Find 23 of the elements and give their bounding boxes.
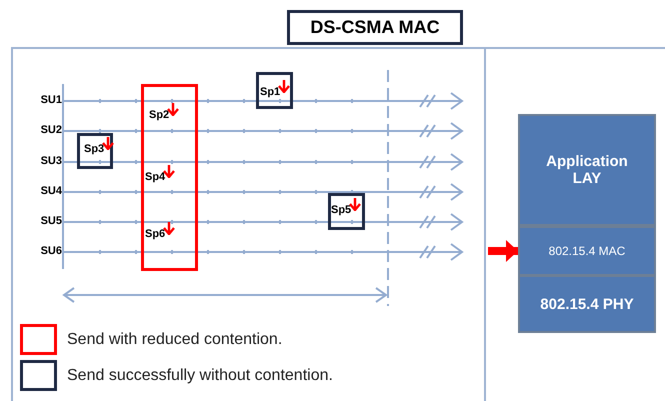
protocol-layer-box: 802.15.4 PHY	[518, 275, 656, 333]
transmission-frame	[256, 72, 293, 109]
station-label: SU6	[40, 245, 62, 258]
protocol-layer-box: 802.15.4 MAC	[518, 226, 656, 276]
diagram-title: DS-CSMA MAC	[287, 10, 463, 45]
packet-label: Sp5	[331, 204, 352, 217]
station-label: SU2	[40, 124, 62, 137]
legend-text: Send with reduced contention.	[67, 330, 282, 349]
station-label: SU3	[40, 155, 62, 168]
station-label: SU4	[40, 185, 62, 198]
protocol-layer-box: Application LAY	[518, 114, 656, 226]
transmission-frame	[328, 193, 365, 230]
packet-label: Sp2	[149, 109, 170, 122]
packet-label: Sp1	[260, 86, 280, 99]
packet-label: Sp3	[84, 143, 104, 156]
station-label: SU1	[40, 94, 62, 107]
transmission-frame	[77, 133, 113, 169]
arrow	[488, 240, 518, 262]
packet-label: Sp6	[145, 228, 166, 241]
legend-text: Send successfully without contention.	[67, 366, 333, 385]
packet-label: Sp4	[145, 171, 166, 184]
contention-frame	[141, 84, 198, 271]
station-label: SU5	[40, 215, 62, 228]
